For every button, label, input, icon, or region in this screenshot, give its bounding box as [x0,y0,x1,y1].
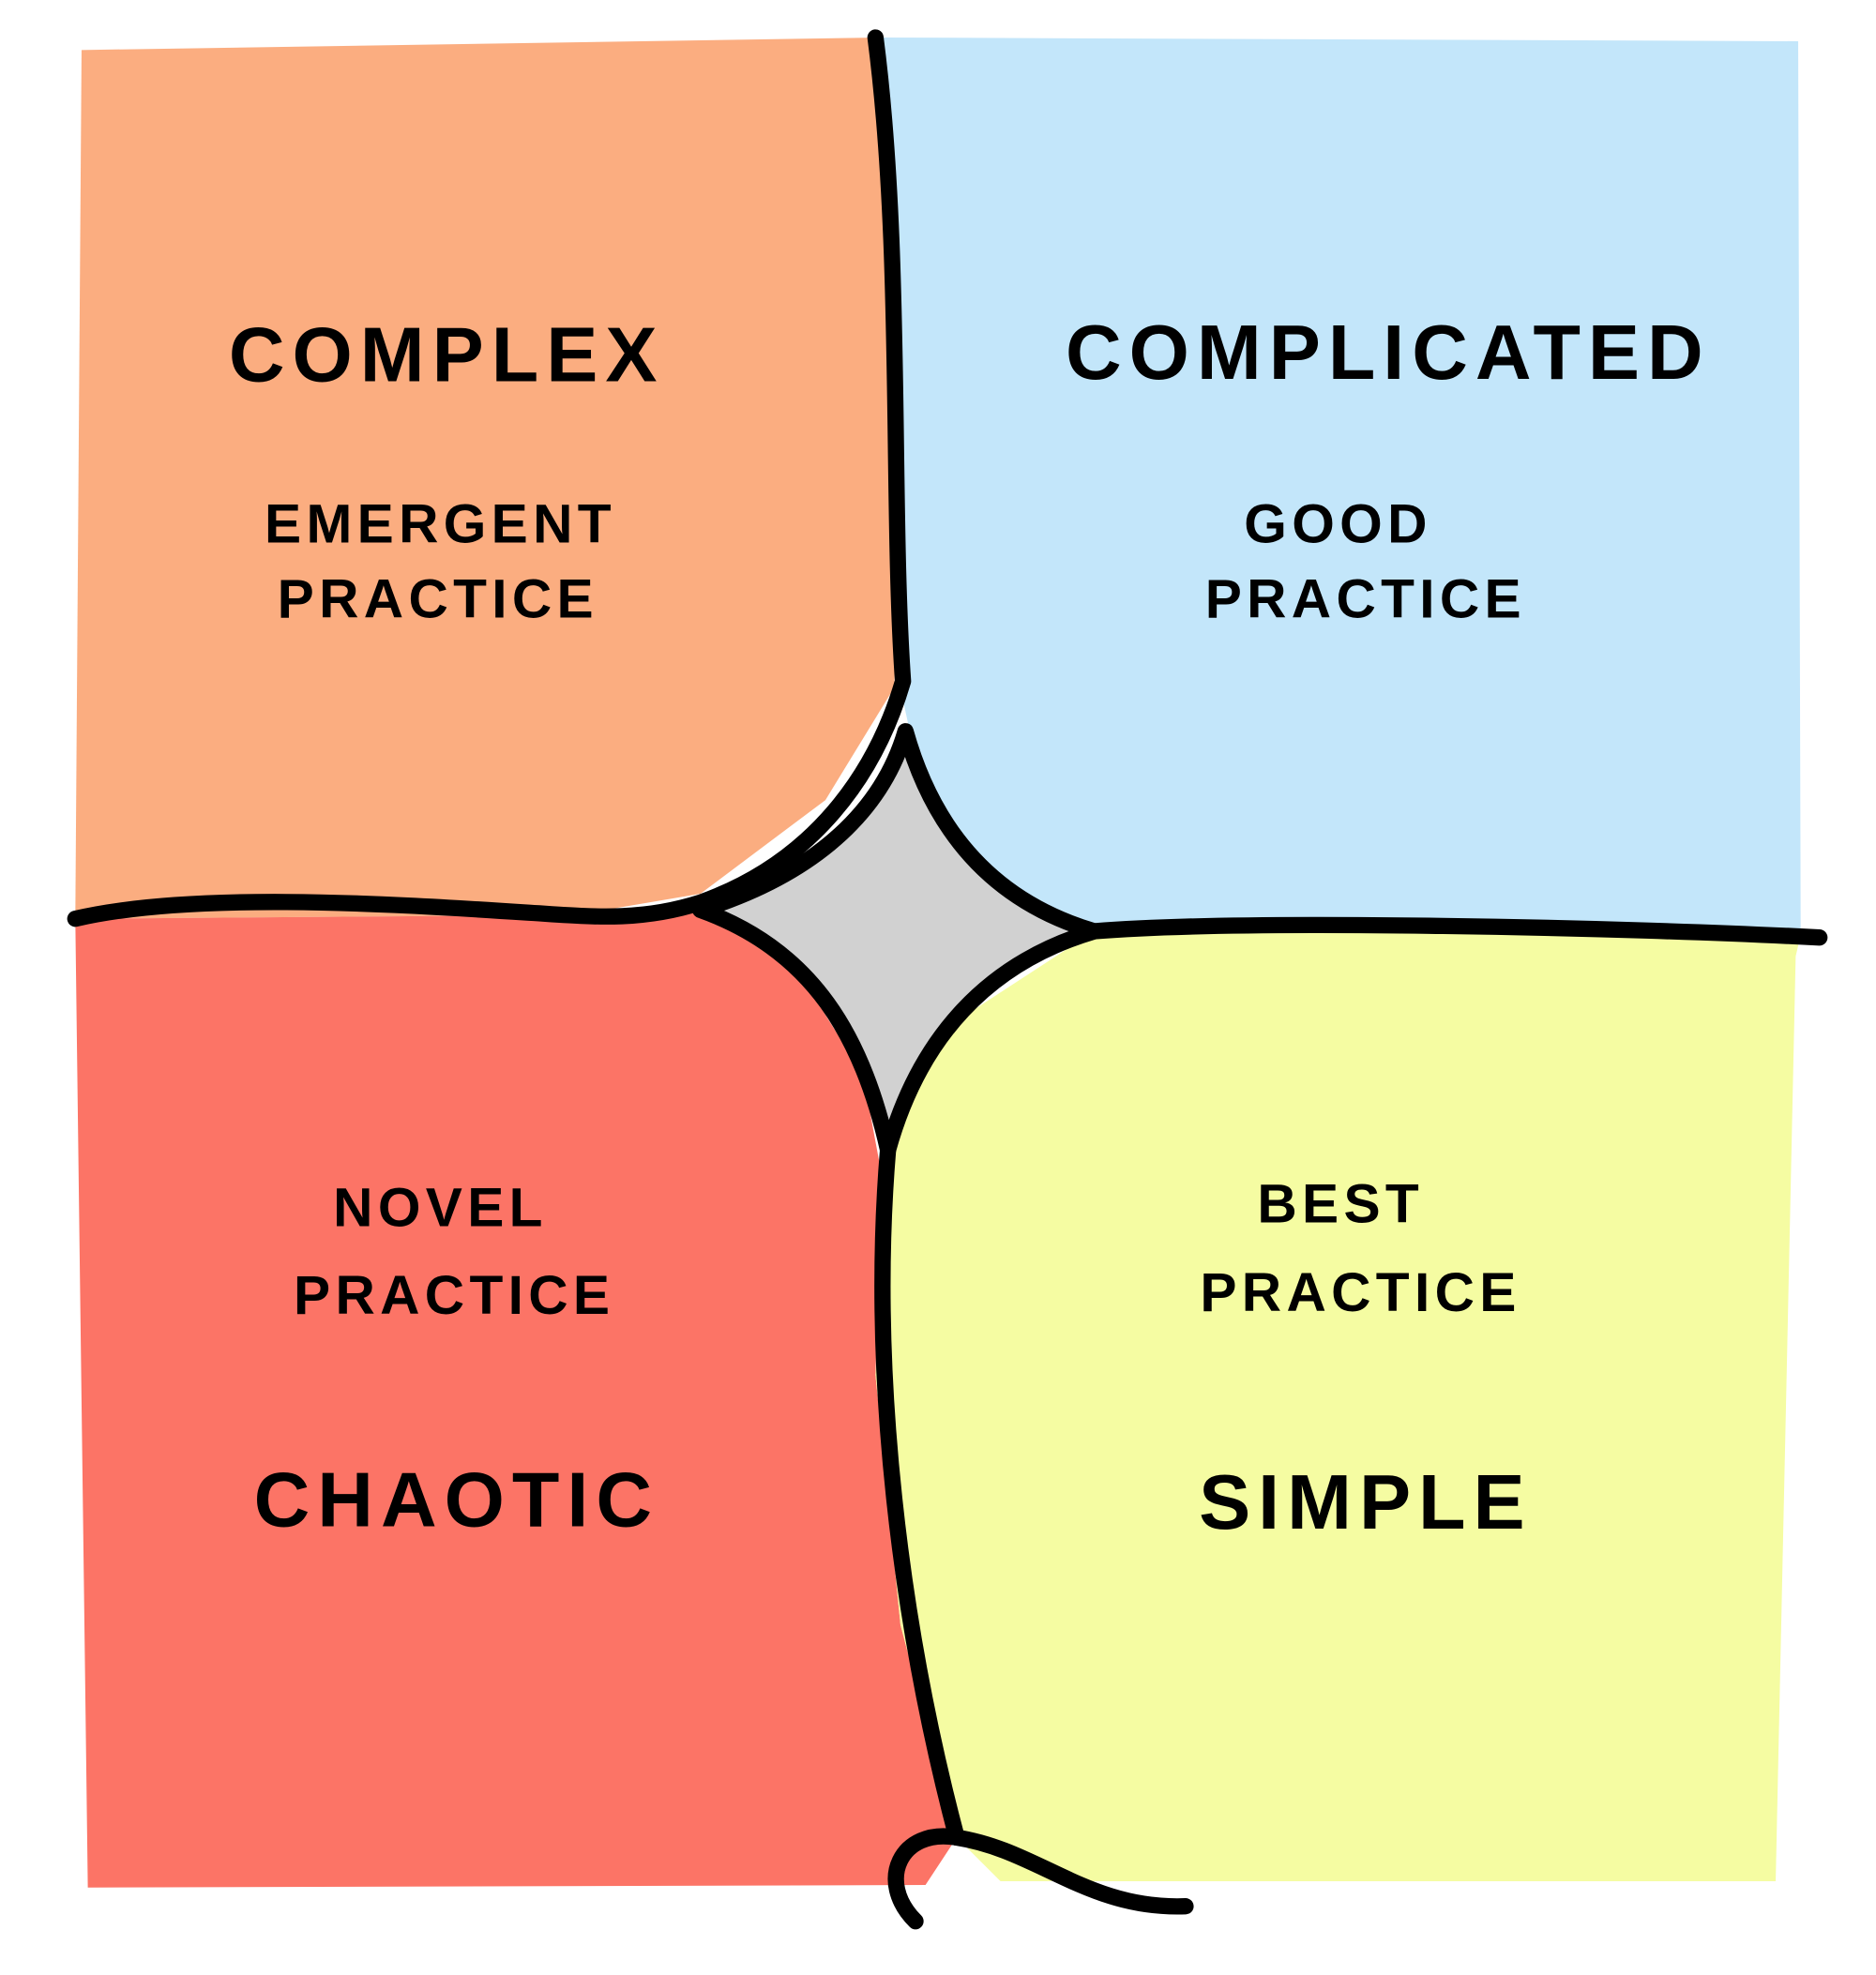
complex-quadrant [75,37,901,919]
complex-practice-line1: EMERGENT [265,493,616,554]
simple-title: SIMPLE [1199,1458,1533,1545]
complex-practice-line2: PRACTICE [278,568,598,629]
simple-practice-line1: BEST [1257,1174,1424,1235]
right-divider-line [1085,916,1828,946]
chaotic-quadrant [75,910,957,1888]
chaotic-title: CHAOTIC [254,1455,659,1543]
complex-title: COMPLEX [229,311,665,399]
bottom-divider-line [874,1141,965,1847]
simple-practice-line2: PRACTICE [1200,1262,1520,1323]
simple-quadrant [875,931,1801,1882]
complicated-practice-line2: PRACTICE [1205,568,1526,629]
complicated-quadrant [882,37,1801,936]
chaotic-practice-line2: PRACTICE [294,1265,614,1326]
complicated-practice-line1: GOOD [1244,493,1431,554]
complicated-title: COMPLICATED [1066,309,1711,396]
top-divider-line [67,29,912,927]
chaotic-practice-line1: NOVEL [333,1178,548,1239]
cliff-squiggle [887,1828,1194,1930]
